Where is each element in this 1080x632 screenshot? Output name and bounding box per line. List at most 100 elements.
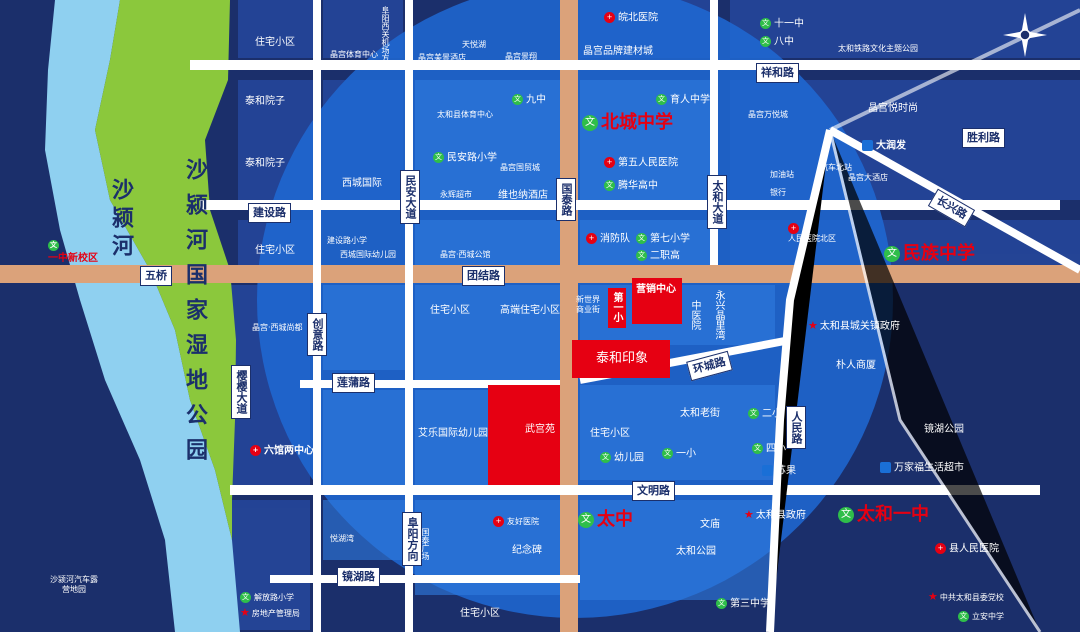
label-yuehu-wan: 悦湖湾 <box>330 534 354 543</box>
star-icon: ★ <box>808 319 818 332</box>
label-taihe-county-gov: ★太和县政府 <box>744 509 806 522</box>
label-yuren: 文育人中学 <box>656 94 710 107</box>
label-jinghu-park: 镜湖公园 <box>924 424 964 435</box>
hospital-icon: + <box>493 516 504 527</box>
school-icon: 文 <box>578 512 594 528</box>
road-jianshe: 建设路 <box>248 203 291 223</box>
school-icon: 文 <box>636 233 647 244</box>
label-text: 北城中学 <box>601 112 673 133</box>
label-xicheng-guoji: 西城国际 <box>342 178 382 189</box>
label-diyi-xiaoxue: 第一小 <box>611 292 622 322</box>
label-text: 县人民医院 <box>949 543 999 555</box>
label-qiche-beizhan: 汽车北站 <box>820 163 852 172</box>
label-county-hospital: +县人民医院 <box>935 543 999 556</box>
label-yueshishang: 晶宫悦时尚 <box>868 103 918 114</box>
label-wugong: 武宫苑 <box>525 424 555 435</box>
label-youeryuan: 文幼儿园 <box>600 452 644 465</box>
label-bazhong: 文八中 <box>760 36 794 49</box>
label-sixiao: 文四小 <box>752 443 786 456</box>
label-text: 中共太和县委党校 <box>939 593 1004 602</box>
label-yingxiao-zhongxin: 营销中心 <box>636 284 676 295</box>
label-xicheng-gongguan: 晶宫·西城公馆 <box>440 250 491 259</box>
road-yingying: 樱樱大道 <box>231 365 251 419</box>
road-minan: 民安大道 <box>400 170 420 224</box>
label-text: 太中 <box>597 509 633 530</box>
label-aile: 艾乐国际幼儿园 <box>418 428 488 439</box>
hospital-icon: + <box>586 233 597 244</box>
label-yonghui: 永辉超市 <box>440 190 472 199</box>
label-zhuzhai-1: 住宅小区 <box>255 37 295 48</box>
building-icon <box>862 140 873 151</box>
school-icon: 文 <box>512 94 523 105</box>
label-text: 九中 <box>526 94 546 106</box>
star-icon: ★ <box>928 590 938 603</box>
label-text: 太和一中 <box>857 504 929 525</box>
label-liuguan: +六馆两中心 <box>250 445 314 458</box>
label-text: 人民医院北区 <box>788 234 836 243</box>
label-jinggong-dajiudian: 晶宫大酒店 <box>848 173 888 182</box>
label-text: 皖北医院 <box>618 12 658 24</box>
wetland-label-right: 沙颍河国家湿地公园 <box>182 158 207 473</box>
label-wanyue: 晶宫万悦城 <box>748 110 788 119</box>
school-icon: 文 <box>958 611 969 622</box>
label-taihe-gov: ★太和县城关镇政府 <box>808 320 900 333</box>
label-erzhigao: 文二职高 <box>636 250 680 263</box>
label-jiayouzhan: 加油站 <box>770 170 794 179</box>
label-tianyue-hu: 天悦湖 <box>462 40 486 49</box>
label-dadengfa: 大润发 <box>862 140 906 153</box>
school-icon: 文 <box>604 180 615 191</box>
label-text: 四小 <box>766 443 786 455</box>
compass-icon <box>1003 13 1047 57</box>
label-taizhong: 文太中 <box>578 510 633 530</box>
label-youhao-hospital: +友好医院 <box>493 516 539 527</box>
school-icon: 文 <box>748 408 759 419</box>
label-sanzhong: 文第三中学 <box>716 598 770 611</box>
label-xiaofangdui: +消防队 <box>586 233 630 246</box>
road-chuangyi: 创意路 <box>307 313 327 356</box>
label-text: 民安路小学 <box>447 152 497 164</box>
label-jiuzhong: 文九中 <box>512 94 546 107</box>
label-suguo: 苏果 <box>762 465 796 478</box>
hospital-icon: + <box>604 12 615 23</box>
hospital-icon: + <box>250 445 261 456</box>
label-text: 第五人民医院 <box>618 157 678 169</box>
label-text: 民族中学 <box>903 243 975 264</box>
label-zhuzhai-2: 住宅小区 <box>255 245 295 256</box>
school-icon: 文 <box>884 246 900 262</box>
label-wenmiao: 文庙 <box>700 519 720 530</box>
hospital-icon: + <box>604 157 615 168</box>
road-renmin: 人民路 <box>786 406 806 449</box>
label-text: 育人中学 <box>670 94 710 106</box>
label-text: 友好医院 <box>507 517 539 526</box>
label-camping: 沙颍河汽车露营地园 <box>50 575 98 594</box>
label-taihe-yuanzi-2: 泰和院子 <box>245 158 285 169</box>
label-text: 二小 <box>762 408 782 420</box>
label-taihe-park: 太和公园 <box>676 546 716 557</box>
school-icon: 文 <box>240 592 251 603</box>
label-xicheng-shangdu: 晶宫·西城尚都 <box>252 323 303 332</box>
label-jiefang: 文解放路小学 <box>240 592 294 603</box>
label-zhongyiyuan: 中医院 <box>689 300 700 330</box>
label-jianshe-xiaoxue: 建设路小学 <box>327 236 367 245</box>
label-text: 第七小学 <box>650 233 690 245</box>
school-icon: 文 <box>760 36 771 47</box>
label-weiyena: 维也纳酒店 <box>498 190 548 201</box>
label-diwu-hospital: +第五人民医院 <box>604 157 678 170</box>
hospital-icon: + <box>788 223 799 234</box>
label-wanjiafu: 万家福生活超市 <box>880 462 964 475</box>
label-text: 十一中 <box>774 18 804 30</box>
road-taihe: 太和大道 <box>707 175 727 229</box>
label-text: 第三中学 <box>730 598 770 610</box>
school-icon: 文 <box>433 152 444 163</box>
label-yinhang: 银行 <box>770 188 786 197</box>
label-culture-park: 太和铁路文化主题公园 <box>838 44 918 53</box>
label-wanbei-hospital: +皖北医院 <box>604 12 658 25</box>
label-xinshijie: 新世界商业街 <box>576 295 600 314</box>
road-lianpu: 莲蒲路 <box>332 373 375 393</box>
label-zhuzhai-3: 住宅小区 <box>430 305 470 316</box>
label-gaoduan-xiaoqu: 高端住宅小区 <box>500 305 560 316</box>
school-icon: 文 <box>582 115 598 131</box>
label-text: 二职高 <box>650 250 680 262</box>
label-text: 大润发 <box>876 140 906 152</box>
label-taihe-laojie: 太和老街 <box>680 408 720 419</box>
